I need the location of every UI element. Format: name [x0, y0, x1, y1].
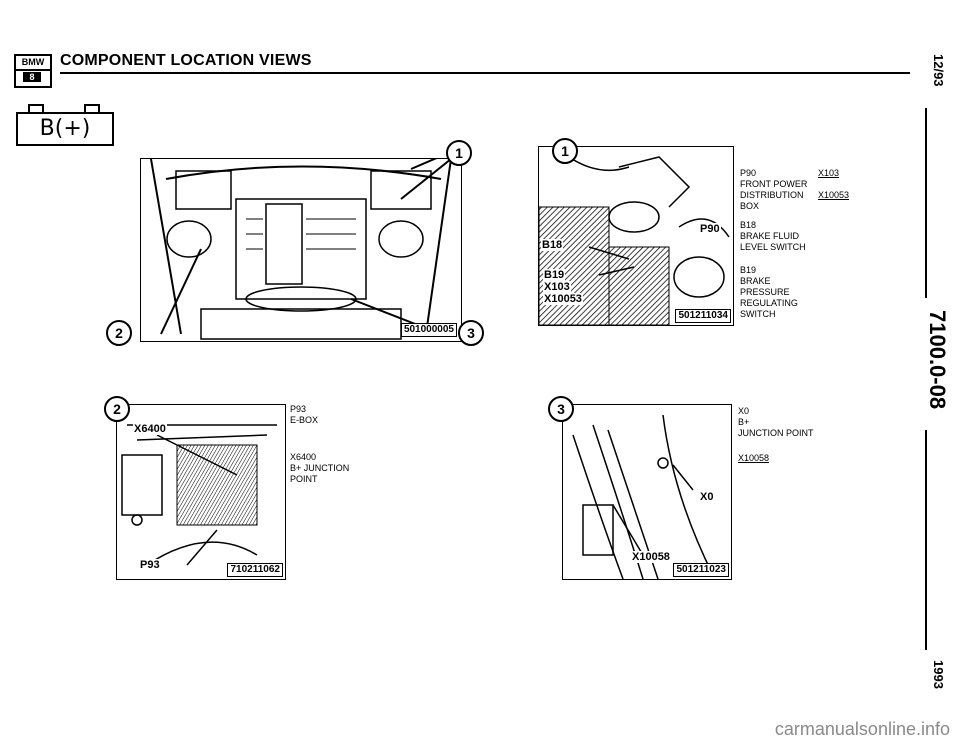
legend-p90-desc-3: BOX [740, 201, 760, 211]
view-1-panel: B18 P90 B19 X103 X10053 501211034 [538, 146, 734, 326]
battery-badge: B(+) [16, 104, 114, 146]
watermark-text: carmanualsonline.info [774, 719, 950, 739]
view-2-figure-code: 710211062 [227, 563, 283, 577]
engine-callout-1: 1 [446, 140, 472, 166]
logo-brand-text: BMW [16, 56, 50, 71]
engine-callout-2: 2 [106, 320, 132, 346]
view-3-figure-code: 501211023 [673, 563, 729, 577]
view-1-label-x10053: X10053 [543, 293, 583, 305]
page-title: COMPONENT LOCATION VIEWS [60, 52, 312, 69]
view-2-drawing [117, 405, 285, 579]
view-1-label-x103: X103 [543, 281, 571, 293]
view-2-legend: P93 E-BOX X6400 B+ JUNCTION POINT [290, 404, 370, 493]
view-2-panel: X6400 P93 710211062 [116, 404, 286, 580]
side-strip: 12/93 7100.0-08 1993 [900, 40, 950, 700]
view-3-label-x10058: X10058 [631, 551, 671, 563]
battery-badge-label: B(+) [16, 112, 114, 146]
legend-b19-code: B19 [740, 265, 757, 275]
legend-x6400-desc-2: POINT [290, 474, 318, 484]
engine-figure-code: 501000005 [400, 323, 457, 337]
legend-b18-desc-2: LEVEL SWITCH [740, 242, 806, 252]
legend-p93-code: P93 [290, 404, 307, 414]
side-line-2 [925, 430, 927, 650]
legend-x6400-desc-1: B+ JUNCTION [290, 463, 350, 473]
side-date: 12/93 [931, 54, 946, 87]
legend-x0-code: X0 [738, 406, 750, 416]
legend-b19-desc-2: PRESSURE [740, 287, 790, 297]
legend-x6400-code: X6400 [290, 452, 317, 462]
battery-terminal-right [84, 104, 100, 114]
legend-p90-code: P90 [740, 168, 757, 178]
battery-terminal-left [28, 104, 44, 114]
view-2-label-x6400: X6400 [133, 423, 167, 435]
legend-p93-desc: E-BOX [290, 415, 319, 425]
legend-b19-desc-3: REGULATING [740, 298, 798, 308]
view-1-label-b19: B19 [543, 269, 566, 281]
view-3-legend: X0 B+ JUNCTION POINT X10058 [738, 406, 848, 464]
legend-b19-desc-4: SWITCH [740, 309, 776, 319]
view-1-label-b18: B18 [541, 239, 564, 251]
legend-x0-desc-2: JUNCTION POINT [738, 428, 814, 438]
legend-b18-desc-1: BRAKE FLUID [740, 231, 800, 241]
legend-x10058: X10058 [738, 453, 770, 463]
side-doc-number: 7100.0-08 [925, 310, 950, 410]
legend-x0-desc-1: B+ [738, 417, 750, 427]
logo-series-text: 8 [23, 72, 41, 82]
side-line-1 [925, 108, 927, 298]
legend-p90-desc-2: DISTRIBUTION [740, 190, 804, 200]
view-1-callout: 1 [552, 138, 578, 164]
view-1-legend: P90 FRONT POWER DISTRIBUTION BOX B18 BRA… [740, 168, 820, 328]
view-3-panel: X0 X10058 501211023 [562, 404, 732, 580]
view-3-callout: 3 [548, 396, 574, 422]
view-1-label-p90: P90 [699, 223, 721, 235]
view-2-label-p93: P93 [139, 559, 161, 571]
legend-b19-desc-1: BRAKE [740, 276, 771, 286]
engine-bay-drawing [141, 159, 461, 341]
view-2-callout: 2 [104, 396, 130, 422]
view-1-figure-code: 501211034 [675, 309, 731, 323]
side-year: 1993 [931, 660, 946, 689]
bmw-8-logo: BMW 8 [14, 54, 52, 88]
view-3-label-x0: X0 [699, 491, 715, 503]
legend-x10053: X10053 [818, 190, 850, 200]
engine-callout-3: 3 [458, 320, 484, 346]
title-rule [60, 72, 910, 74]
legend-x103: X103 [818, 168, 840, 178]
legend-p90-desc-1: FRONT POWER [740, 179, 808, 189]
legend-b18-code: B18 [740, 220, 757, 230]
engine-bay-overview: 501000005 [140, 158, 462, 342]
